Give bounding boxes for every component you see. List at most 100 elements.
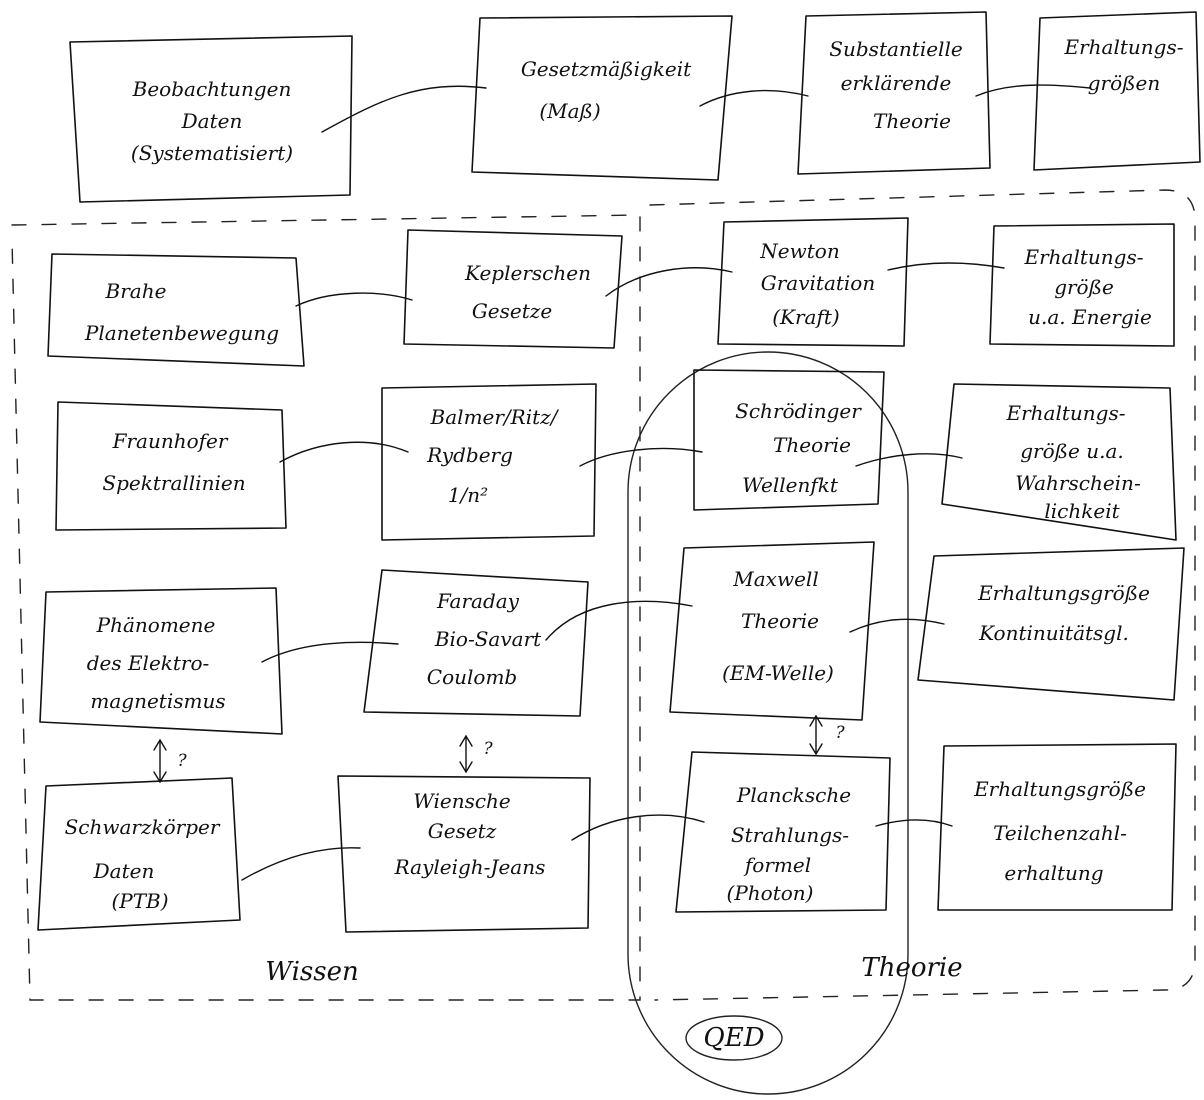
fraunhofer-text: Fraunhofer Spektrallinien <box>102 429 245 495</box>
link-fraunhofer-balmer <box>279 441 409 463</box>
svg-text:Substantielle: Substantielle <box>829 37 962 61</box>
svg-text:formel: formel <box>743 853 811 877</box>
link-maxwell-kontinuitaet <box>849 618 945 633</box>
wissen-label: Wissen <box>265 957 358 987</box>
svg-text:Kontinuitätsgl.: Kontinuitätsgl. <box>978 621 1129 645</box>
elektromagnetismus-text: Phänomene des Elektro- magnetismus <box>87 613 226 713</box>
link-planck-teilchenzahl <box>875 819 953 827</box>
svg-text:Erhaltungs-: Erhaltungs- <box>1064 35 1184 59</box>
svg-text:Coulomb: Coulomb <box>427 665 517 689</box>
arrow-elektro-schwarz <box>153 738 167 784</box>
svg-text:magnetismus: magnetismus <box>90 689 225 713</box>
svg-text:größen: größen <box>1088 71 1160 95</box>
svg-text:Wiensche: Wiensche <box>413 789 511 813</box>
schroedinger-text: Schrödinger Theorie Wellenfkt <box>735 399 862 497</box>
link-balmer-schroedinger <box>579 447 703 467</box>
svg-text:Erhaltungsgröße: Erhaltungsgröße <box>973 777 1146 801</box>
svg-text:Schrödinger: Schrödinger <box>735 399 862 423</box>
gesetzmaessigkeit-text: Gesetzmäßigkeit (Maß) <box>521 57 692 123</box>
plancksche-text: Plancksche Strahlungs- formel (Photon) <box>727 783 852 905</box>
svg-text:Schwarzkörper: Schwarzkörper <box>65 815 221 839</box>
svg-text:Plancksche: Plancksche <box>736 783 851 807</box>
kontinuitaet-text: Erhaltungsgröße Kontinuitätsgl. <box>977 581 1150 645</box>
question-mark-1: ? <box>177 751 187 771</box>
brahe-box <box>47 253 305 367</box>
svg-text:(Kraft): (Kraft) <box>772 305 839 329</box>
beobachtungen-text: Beobachtungen Daten (Systematisiert) <box>131 77 293 165</box>
svg-text:(EM-Welle): (EM-Welle) <box>722 661 834 685</box>
erhaltung-energie-box <box>989 223 1175 347</box>
theorie-region-border <box>649 189 1196 1001</box>
theorie-label: Theorie <box>861 953 962 983</box>
svg-text:Rayleigh-Jeans: Rayleigh-Jeans <box>394 855 546 879</box>
link-kepler-newton <box>605 267 733 297</box>
svg-text:Fraunhofer: Fraunhofer <box>112 429 229 453</box>
arrow-faraday-wiensche <box>459 734 473 774</box>
svg-text:Strahlungs-: Strahlungs- <box>731 823 849 847</box>
svg-text:1/n²: 1/n² <box>448 483 488 507</box>
qed-label: QED <box>703 1023 764 1053</box>
svg-text:Newton: Newton <box>759 239 839 263</box>
svg-text:Gesetze: Gesetze <box>472 299 552 323</box>
qed-label-circle <box>685 1015 783 1061</box>
newton-box <box>717 217 909 347</box>
schwarzkoerper-box <box>37 777 241 931</box>
beobachtungen-box <box>69 35 353 203</box>
svg-text:Gravitation: Gravitation <box>761 271 875 295</box>
svg-text:Spektrallinien: Spektrallinien <box>102 471 245 495</box>
svg-text:(PTB): (PTB) <box>111 889 168 913</box>
elektromagnetismus-box <box>39 587 283 735</box>
svg-text:Erhaltungs-: Erhaltungs- <box>1024 245 1144 269</box>
link-gesetz-theorie <box>699 89 809 107</box>
svg-text:Phänomene: Phänomene <box>96 613 216 637</box>
svg-text:Theorie: Theorie <box>741 609 819 633</box>
svg-text:Planetenbewegung: Planetenbewegung <box>84 321 279 345</box>
qed-oval <box>627 351 909 1095</box>
substantielle-theorie-text: Substantielle erklärende Theorie <box>829 37 962 133</box>
link-schwarz-wiensche <box>241 847 361 881</box>
arrow-maxwell-planck <box>809 714 823 756</box>
question-mark-3: ? <box>835 723 845 743</box>
question-mark-2: ? <box>483 739 493 759</box>
svg-text:u.a. Energie: u.a. Energie <box>1028 305 1152 329</box>
svg-text:Theorie: Theorie <box>873 109 951 133</box>
svg-text:Daten: Daten <box>181 109 243 133</box>
erhaltung-energie-text: Erhaltungs- größe u.a. Energie <box>1024 245 1152 329</box>
svg-text:Daten: Daten <box>93 859 155 883</box>
svg-text:(Photon): (Photon) <box>727 881 814 905</box>
link-elektro-faraday <box>261 641 399 663</box>
link-brahe-kepler <box>295 292 413 307</box>
svg-text:größe: größe <box>1054 275 1114 299</box>
faraday-text: Faraday Bio-Savart Coulomb <box>427 589 542 689</box>
link-wiensche-planck <box>571 814 705 841</box>
maxwell-text: Maxwell Theorie (EM-Welle) <box>722 567 834 685</box>
balmer-box <box>381 383 597 541</box>
svg-text:erklärende: erklärende <box>841 71 952 95</box>
svg-text:größe u.a.: größe u.a. <box>1020 439 1123 463</box>
svg-text:Erhaltungsgröße: Erhaltungsgröße <box>977 581 1150 605</box>
balmer-text: Balmer/Ritz/ Rydberg 1/n² <box>426 405 560 507</box>
teilchenzahl-box <box>937 743 1177 911</box>
svg-text:Gesetzmäßigkeit: Gesetzmäßigkeit <box>521 57 692 81</box>
kepler-text: Keplerschen Gesetze <box>464 261 591 323</box>
substantielle-theorie-box <box>797 11 991 175</box>
svg-text:Wahrschein-: Wahrschein- <box>1015 471 1141 495</box>
svg-text:erhaltung: erhaltung <box>1004 861 1103 885</box>
gesetzmaessigkeit-box <box>471 15 733 181</box>
newton-text: Newton Gravitation (Kraft) <box>759 239 875 329</box>
svg-text:Rydberg: Rydberg <box>426 443 513 467</box>
schwarzkoerper-text: Schwarzkörper Daten (PTB) <box>65 815 221 913</box>
link-newton-energie <box>887 262 1005 271</box>
svg-text:Faraday: Faraday <box>436 589 520 613</box>
svg-text:Brahe: Brahe <box>105 279 167 303</box>
maxwell-box <box>669 541 875 721</box>
erhaltung-wahrscheinlichkeit-box <box>941 383 1177 541</box>
faraday-box <box>363 569 589 717</box>
svg-text:Maxwell: Maxwell <box>732 567 818 591</box>
svg-text:(Systematisiert): (Systematisiert) <box>131 141 293 165</box>
wiensche-text: Wiensche Gesetz Rayleigh-Jeans <box>394 789 546 879</box>
kontinuitaet-box <box>917 547 1185 701</box>
brahe-text: Brahe Planetenbewegung <box>84 279 279 345</box>
svg-text:(Maß): (Maß) <box>539 99 600 123</box>
